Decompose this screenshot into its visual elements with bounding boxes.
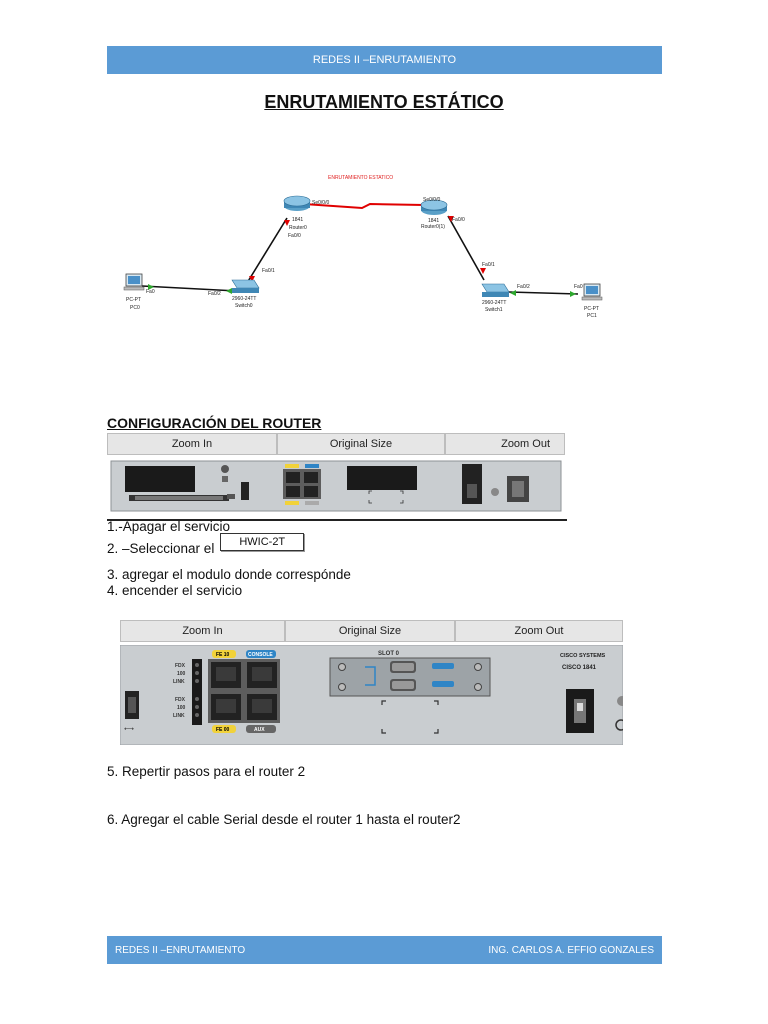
header-text: REDES II –ENRUTAMIENTO [312, 54, 457, 66]
led-label: FDX [175, 697, 186, 703]
network-topology-diagram: ENRUTAMIENTO ESTATICO [123, 175, 603, 319]
cable-switch1-pc1 [508, 291, 579, 295]
label-r1-fa: Fa0/0 [452, 217, 465, 223]
hwic-2t-button[interactable]: HWIC-2T [220, 533, 305, 551]
led-label: LINK [173, 679, 185, 685]
pc1-icon [581, 283, 603, 301]
usb-port [241, 482, 249, 500]
serial-cable [303, 202, 425, 210]
router-device-panel-zoomed: ⟷ FDX 100 LINK FDX 100 LINK FE 10 CONSOL… [120, 645, 623, 745]
svg-text:CONSOLE: CONSOLE [248, 652, 273, 658]
led-label: 100 [177, 705, 186, 711]
slot-label: SLOT 0 [378, 651, 400, 657]
step-6: 6. Agregar el cable Serial desde el rout… [107, 812, 461, 827]
topology-caption: ENRUTAMIENTO ESTATICO [328, 175, 393, 181]
original-size-button[interactable]: Original Size [277, 433, 445, 455]
label-pc0-name: PC0 [130, 305, 140, 311]
step-1: 1.-Apagar el servicio [107, 519, 231, 534]
footer-left: REDES II –ENRUTAMIENTO [115, 944, 246, 956]
svg-text:FE 10: FE 10 [216, 652, 230, 658]
switch1-icon [481, 283, 510, 297]
router1-icon [420, 199, 448, 215]
svg-text:FE 00: FE 00 [216, 727, 230, 733]
model-label: CISCO 1841 [562, 665, 597, 671]
cable-router1-switch1 [447, 215, 485, 281]
label-sw1-model: 2960-24TT [482, 300, 506, 306]
label-pc0-fa: Fa0 [146, 289, 155, 295]
link-indicator [148, 284, 154, 290]
pc0-icon [123, 273, 145, 291]
section-title: CONFIGURACIÓN DEL ROUTER [107, 415, 322, 431]
link-indicator [510, 290, 516, 296]
reset-icon [221, 465, 229, 473]
svg-text:AUX: AUX [254, 727, 265, 733]
aux-tag [246, 725, 276, 733]
zoom-toolbar: Zoom In Original Size Zoom Out [107, 433, 565, 455]
zoom-in-button[interactable]: Zoom In [107, 433, 277, 455]
cable-router0-switch0 [246, 217, 288, 284]
label-pc1-type: PC-PT [584, 306, 599, 312]
label-sw0-fa2: Fa0/2 [208, 291, 221, 297]
page-header: REDES II –ENRUTAMIENTO [107, 46, 662, 74]
label-sw1-fa2: Fa0/2 [517, 284, 530, 290]
label-pc1-fa: Fa0 [574, 284, 583, 290]
zoom-out-button[interactable]: Zoom Out [455, 620, 623, 642]
label-pc0-type: PC-PT [126, 297, 141, 303]
fe00-tag [212, 725, 236, 733]
switch0-icon [231, 279, 260, 293]
label-sw1-fa1: Fa0/1 [482, 262, 495, 268]
label-r0-name: Router0 [289, 225, 307, 231]
label-r1-name: Router0(1) [421, 224, 445, 230]
cable-pc0-switch0 [141, 285, 238, 292]
step-4: 4. encender el servicio [107, 583, 243, 598]
led-label: FDX [175, 663, 186, 669]
ethernet-ports [283, 464, 321, 505]
label-r0-fa: Fa0/0 [288, 233, 301, 239]
router-device-panel [107, 458, 565, 516]
link-indicator [448, 216, 454, 222]
label-r1-se: Se0/0/0 [423, 197, 440, 203]
link-indicator [570, 291, 576, 297]
led-label: LINK [173, 713, 185, 719]
label-sw0-model: 2960-24TT [232, 296, 256, 302]
hwic-slot [347, 466, 417, 490]
step-3: 3. agregar el modulo donde correspónde [107, 567, 351, 582]
label-r0-se: Se0/0/0 [312, 200, 329, 206]
label-sw1-name: Switch1 [485, 307, 503, 313]
link-indicator [249, 276, 255, 282]
svg-text:⟷: ⟷ [124, 726, 134, 733]
led-label: 100 [177, 671, 186, 677]
zoom-out-button[interactable]: Zoom Out [445, 433, 565, 455]
label-sw0-fa1: Fa0/1 [262, 268, 275, 274]
link-indicator [480, 268, 486, 274]
step-2-text: 2. –Seleccionar el [107, 541, 215, 556]
original-size-button[interactable]: Original Size [285, 620, 455, 642]
empty-slot [125, 466, 195, 492]
page-title: ENRUTAMIENTO ESTÁTICO [264, 92, 504, 112]
step-2: 2. –Seleccionar el HWIC-2T [107, 533, 305, 557]
zoom-toolbar-large: Zoom In Original Size Zoom Out [120, 620, 623, 642]
router0-icon [283, 195, 311, 211]
page-footer: REDES II –ENRUTAMIENTO ING. CARLOS A. EF… [107, 936, 662, 964]
label-sw0-name: Switch0 [235, 303, 253, 309]
label-r0-model: 1841 [292, 217, 303, 223]
brand-logo: CISCO SYSTEMS [560, 653, 606, 659]
fe10-tag [212, 650, 236, 658]
console-tag [246, 650, 276, 658]
footer-right: ING. CARLOS A. EFFIO GONZALES [488, 944, 654, 956]
label-pc1-name: PC1 [587, 313, 597, 319]
divider-line [107, 519, 567, 521]
label-r1-model: 1841 [428, 218, 439, 224]
link-indicator [284, 220, 290, 226]
zoom-in-button[interactable]: Zoom In [120, 620, 285, 642]
step-5: 5. Repertir pasos para el router 2 [107, 764, 306, 779]
link-indicator [226, 288, 232, 294]
